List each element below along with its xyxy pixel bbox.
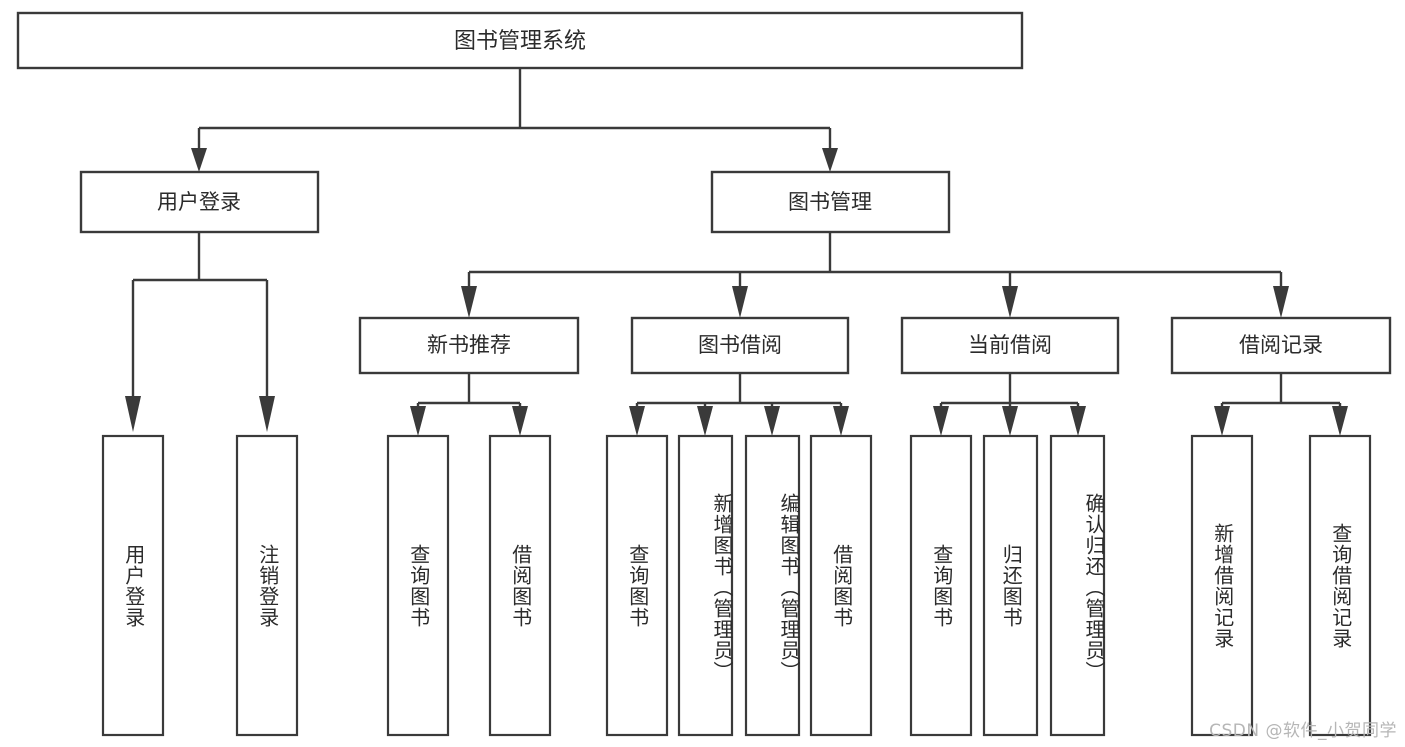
node-box-title	[16, 11, 1024, 70]
arrow-bookborrow-leaf-4	[833, 406, 849, 436]
node-label-user-login: 用户登录	[157, 190, 241, 214]
arrow-currentborrow-leaf-1	[933, 406, 949, 436]
leaf-box-logout[interactable]	[235, 434, 299, 737]
leaf-box-query-book-3[interactable]	[909, 434, 973, 737]
leaf-box-query-borrow-record[interactable]	[1308, 434, 1372, 737]
arrow-borrowrecord-leaf-1	[1214, 406, 1230, 436]
leaf-box-add-book-admin[interactable]	[677, 434, 734, 737]
node-label-title: 图书管理系统	[454, 29, 586, 54]
arrow-user-leaf-2	[259, 396, 275, 432]
node-user-login[interactable]: 用户登录	[79, 170, 320, 234]
node-box-user-login	[79, 170, 320, 234]
node-book-management-system[interactable]: 图书管理系统	[16, 11, 1024, 70]
arrow-currentborrow-leaf-2	[1002, 406, 1018, 436]
leaf-box-add-borrow-record[interactable]	[1190, 434, 1254, 737]
arrow-borrowrecord-leaf-2	[1332, 406, 1348, 436]
node-box-new-book-recommend	[358, 316, 580, 375]
arrow-to-current-borrow	[1002, 286, 1018, 318]
node-book-borrow[interactable]: 图书借阅	[630, 316, 850, 375]
node-box-book-borrow	[630, 316, 850, 375]
leaf-box-confirm-return-admin[interactable]	[1049, 434, 1106, 737]
node-label-book-borrow: 图书借阅	[698, 333, 782, 357]
node-current-borrow[interactable]: 当前借阅	[900, 316, 1120, 375]
node-label-new-book-recommend: 新书推荐	[427, 333, 511, 357]
arrow-to-book-manage	[822, 148, 838, 172]
node-new-book-recommend[interactable]: 新书推荐	[358, 316, 580, 375]
node-box-current-borrow	[900, 316, 1120, 375]
node-borrow-record[interactable]: 借阅记录	[1170, 316, 1392, 375]
leaf-box-return-book[interactable]	[982, 434, 1039, 737]
arrow-user-leaf-1	[125, 396, 141, 432]
node-box-book-management	[710, 170, 951, 234]
connector-layer	[125, 68, 1348, 436]
arrow-bookborrow-leaf-3	[764, 406, 780, 436]
arrow-to-borrow-record	[1273, 286, 1289, 318]
leaf-box-borrow-book-2[interactable]	[809, 434, 873, 737]
node-label-current-borrow: 当前借阅	[968, 333, 1052, 357]
leaf-box-borrow-book-1[interactable]	[488, 434, 552, 737]
watermark-text: CSDN @软件_小贺同学	[1209, 721, 1397, 741]
leaf-box-edit-book-admin[interactable]	[744, 434, 801, 737]
arrow-newbook-leaf-2	[512, 406, 528, 436]
arrow-currentborrow-leaf-3	[1070, 406, 1086, 436]
leaf-box-query-book-1[interactable]	[386, 434, 450, 737]
arrow-to-new-book	[461, 286, 477, 318]
node-label-borrow-record: 借阅记录	[1239, 333, 1323, 357]
arrow-bookborrow-leaf-2	[697, 406, 713, 436]
node-book-management[interactable]: 图书管理	[710, 170, 951, 234]
node-label-book-management: 图书管理	[788, 190, 872, 214]
leaf-box-user-login[interactable]	[101, 434, 165, 737]
node-box-borrow-record	[1170, 316, 1392, 375]
leaf-box-query-book-2[interactable]	[605, 434, 669, 737]
arrow-to-user-login	[191, 148, 207, 172]
arrow-newbook-leaf-1	[410, 406, 426, 436]
arrow-bookborrow-leaf-1	[629, 406, 645, 436]
arrow-to-book-borrow	[732, 286, 748, 318]
